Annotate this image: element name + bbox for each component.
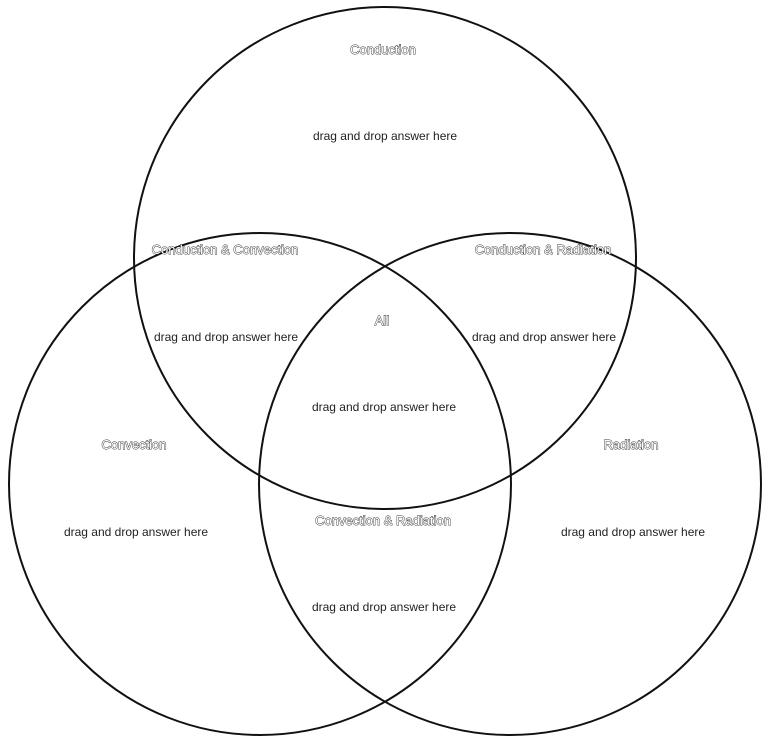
drop-zone-conduction-convection-text: drag and drop answer here — [154, 330, 298, 344]
drop-zone-radiation-text: drag and drop answer here — [561, 525, 705, 539]
title-convection: Convection — [101, 437, 166, 452]
drop-zone-all-text: drag and drop answer here — [312, 400, 456, 414]
drop-zone-all[interactable]: drag and drop answer here — [299, 395, 469, 417]
title-radiation: Radiation — [604, 437, 659, 452]
drop-zone-radiation[interactable]: drag and drop answer here — [548, 520, 718, 542]
title-conduction-radiation: Conduction & Radiation — [475, 242, 612, 257]
drop-zone-convection-radiation-text: drag and drop answer here — [312, 600, 456, 614]
drop-zone-conduction-radiation-text: drag and drop answer here — [472, 330, 616, 344]
title-conduction-convection: Conduction & Convection — [152, 242, 299, 257]
drop-zone-convection[interactable]: drag and drop answer here — [51, 520, 221, 542]
drop-zone-convection-radiation[interactable]: drag and drop answer here — [299, 595, 469, 617]
drop-zone-conduction-radiation[interactable]: drag and drop answer here — [459, 325, 629, 347]
title-convection-radiation: Convection & Radiation — [315, 513, 451, 528]
drop-zone-conduction-convection[interactable]: drag and drop answer here — [142, 325, 312, 347]
drop-zone-conduction-text: drag and drop answer here — [313, 129, 457, 143]
circle-radiation — [258, 232, 762, 736]
circle-conduction — [133, 6, 637, 510]
circle-convection — [8, 232, 512, 736]
title-conduction: Conduction — [350, 42, 416, 57]
title-all: All — [375, 313, 390, 328]
drop-zone-convection-text: drag and drop answer here — [64, 525, 208, 539]
drop-zone-conduction[interactable]: drag and drop answer here — [300, 124, 470, 146]
